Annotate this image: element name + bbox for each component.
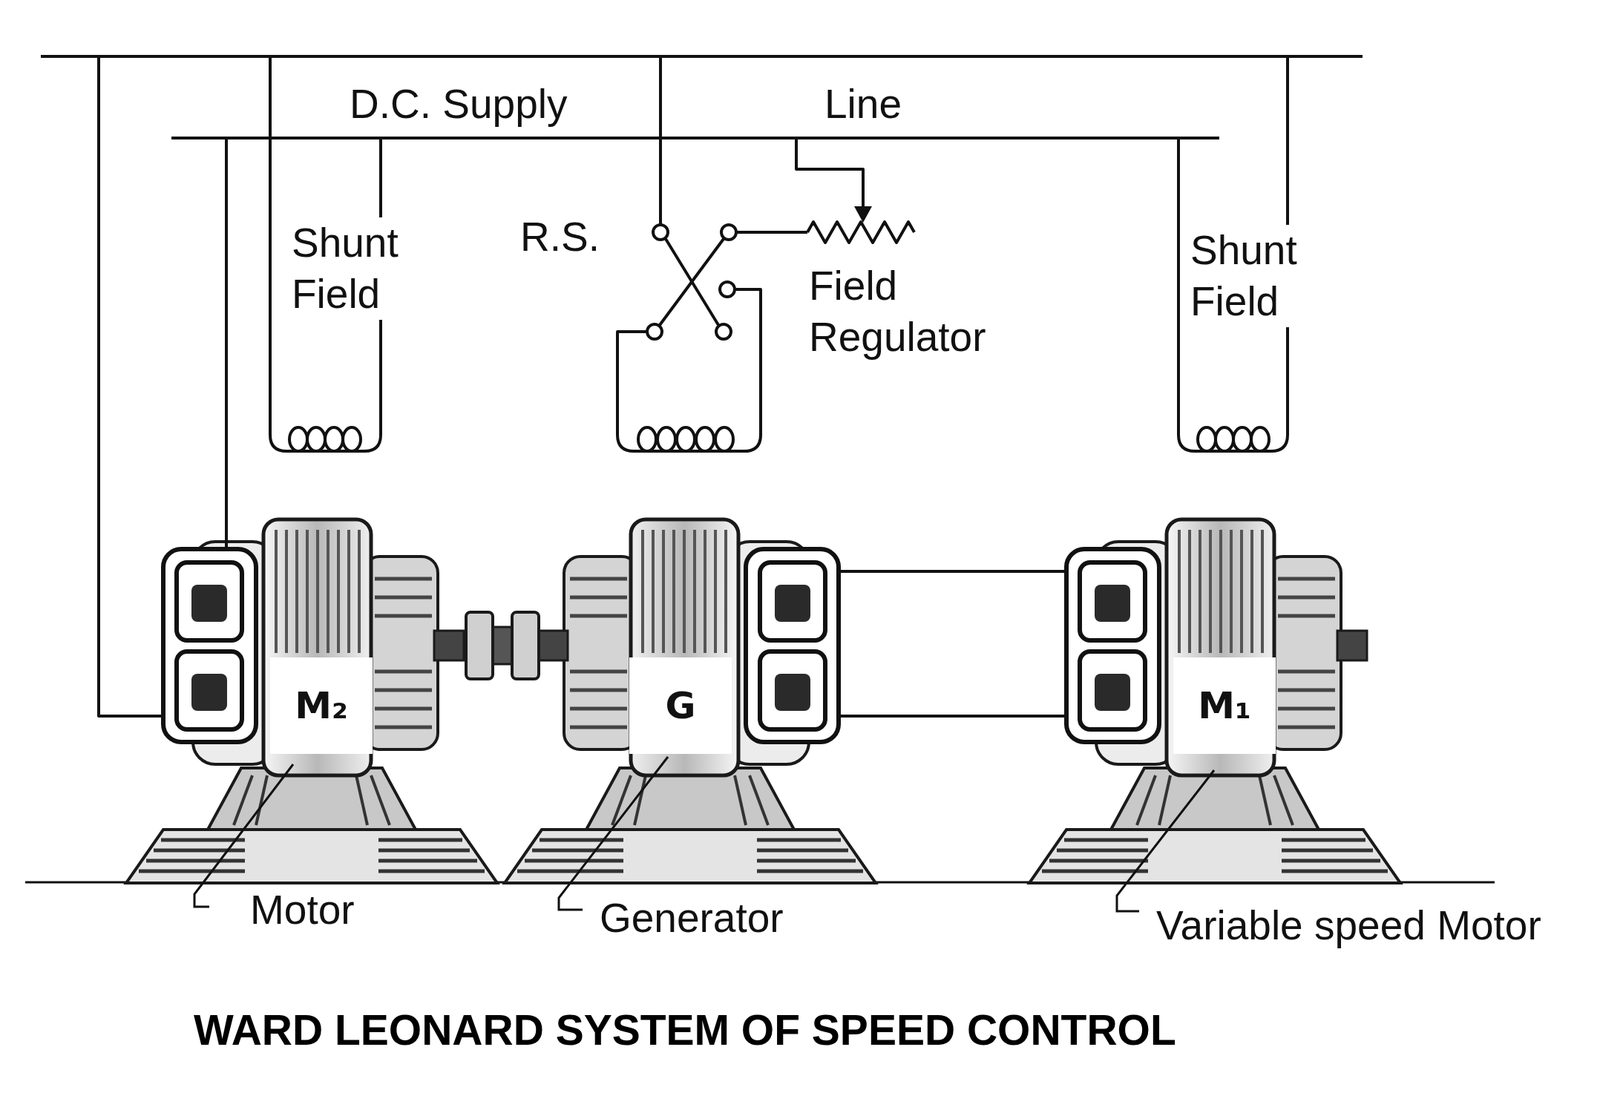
supply-label: Line — [824, 78, 902, 130]
label-holder: R.S. — [520, 211, 600, 263]
armature-wire — [838, 569, 1067, 573]
name-plate-area: M₁ — [1173, 657, 1276, 754]
switch-terminals — [647, 224, 737, 340]
label-holder: Motor — [250, 884, 355, 936]
wiper-arrow — [854, 206, 872, 223]
generator: G — [541, 519, 839, 884]
machine-label: M₂ — [294, 685, 349, 727]
label-holder: Shunt Field — [1187, 224, 1314, 328]
supply-bus — [171, 136, 1220, 140]
motor: M₂ — [163, 519, 461, 884]
coupling — [466, 612, 539, 680]
coil-symbol — [289, 427, 1270, 452]
machine-label: M₁ — [1197, 685, 1252, 727]
machine-caption: Variable speed Motor — [1156, 900, 1542, 952]
field-label: Shunt Field — [288, 217, 415, 320]
generator-drawing — [504, 519, 876, 884]
machine-caption: Motor — [250, 884, 355, 936]
switch-blade — [659, 238, 724, 326]
title-holder: WARD LEONARD SYSTEM OF SPEED CONTROL — [193, 1005, 1177, 1055]
motor-drawing — [126, 519, 498, 884]
name-plate-area: M₂ — [270, 657, 373, 754]
variable-speed-motor: M₁ — [1066, 519, 1364, 884]
switch-label: R.S. — [520, 211, 600, 263]
machine-label: G — [664, 685, 696, 727]
supply-bus — [40, 54, 1363, 58]
label-holder: D.C. Supply — [346, 78, 570, 130]
supply-label: D.C. Supply — [346, 78, 570, 130]
resistor-symbol — [807, 221, 915, 243]
label-holder: Generator — [599, 892, 784, 944]
generator-field-lead — [617, 289, 761, 452]
variable-motor-drawing — [1029, 519, 1401, 884]
regulator-label: Field Regulator — [808, 260, 1010, 363]
motor-lead — [98, 56, 164, 717]
armature-wire — [838, 714, 1067, 718]
label-holder: Variable speed Motor — [1156, 900, 1542, 952]
name-plate-area: G — [629, 657, 732, 754]
switch-lead — [736, 230, 808, 234]
machine-caption: Generator — [599, 892, 784, 944]
switch-lead — [658, 56, 662, 225]
regulator-wiper — [796, 138, 864, 208]
label-holder: Line — [824, 78, 902, 130]
label-holder: Field Regulator — [808, 260, 1010, 363]
motor-lead — [224, 138, 228, 550]
label-holder: Shunt Field — [288, 217, 415, 320]
field-label: Shunt Field — [1187, 224, 1314, 328]
diagram-title: WARD LEONARD SYSTEM OF SPEED CONTROL — [193, 1006, 1177, 1054]
supply-wiring — [40, 56, 1363, 717]
